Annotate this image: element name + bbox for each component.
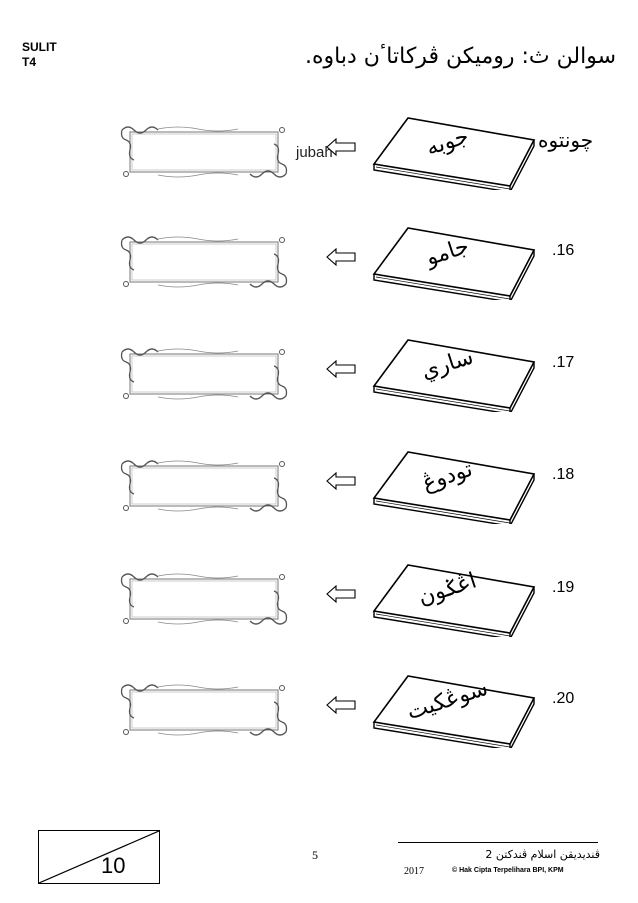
question-row: ساري.17	[0, 339, 638, 430]
book-icon	[368, 110, 538, 194]
example-label: چونتوه	[538, 128, 594, 152]
book-icon	[368, 444, 538, 528]
left-arrow-icon	[326, 695, 356, 718]
answer-frame[interactable]	[118, 682, 290, 738]
question-number: .16	[552, 242, 575, 259]
score-value: 10	[101, 853, 126, 878]
answer-text: jubah	[296, 144, 333, 161]
answer-frame[interactable]	[118, 346, 290, 402]
ornamental-frame-icon	[120, 684, 288, 736]
question-number: .18	[552, 466, 575, 483]
question-number: .17	[552, 354, 575, 371]
book-icon	[368, 557, 538, 641]
classification-label: SULIT T4	[22, 40, 57, 70]
question-title: سوالن ث: روميكن ڤركاتاٴن دباوه.	[304, 44, 616, 69]
page-number: 5	[312, 848, 318, 862]
answer-frame[interactable]: jubah	[118, 124, 333, 180]
score-box: 10	[38, 830, 160, 884]
classification-t4: T4	[22, 55, 37, 69]
question-row: تودوڠ.18	[0, 451, 638, 542]
left-arrow-icon	[326, 471, 356, 494]
left-arrow-icon	[326, 584, 356, 607]
footer-copyright: © Hak Cipta Terpelihara BPI, KPM	[452, 867, 564, 874]
classification-sulit: SULIT	[22, 40, 57, 54]
ornamental-frame-icon	[120, 460, 288, 512]
book-icon	[368, 332, 538, 416]
question-number: .20	[552, 690, 575, 707]
answer-frame[interactable]	[118, 234, 290, 290]
ornamental-frame-icon	[120, 236, 288, 288]
left-arrow-icon	[326, 359, 356, 382]
ornamental-frame-icon	[120, 348, 288, 400]
footer-year: 2017	[404, 866, 424, 877]
question-row: جامو.16	[0, 227, 638, 318]
book-icon	[368, 668, 538, 752]
answer-frame[interactable]	[118, 571, 290, 627]
question-row: سوڠکيت.20	[0, 675, 638, 766]
left-arrow-icon	[326, 137, 356, 160]
question-number: .19	[552, 579, 575, 596]
score-box-diagonal	[38, 830, 160, 884]
book-icon	[368, 220, 538, 304]
left-arrow-icon	[326, 247, 356, 270]
question-row: اڠݢون.19	[0, 564, 638, 655]
answer-frame[interactable]	[118, 458, 290, 514]
footer-divider	[398, 842, 598, 843]
footer-publication: ڤنديديقن اسلام ڤندکتن 2	[485, 848, 600, 861]
ornamental-frame-icon	[120, 573, 288, 625]
ornamental-frame-icon	[120, 126, 288, 178]
